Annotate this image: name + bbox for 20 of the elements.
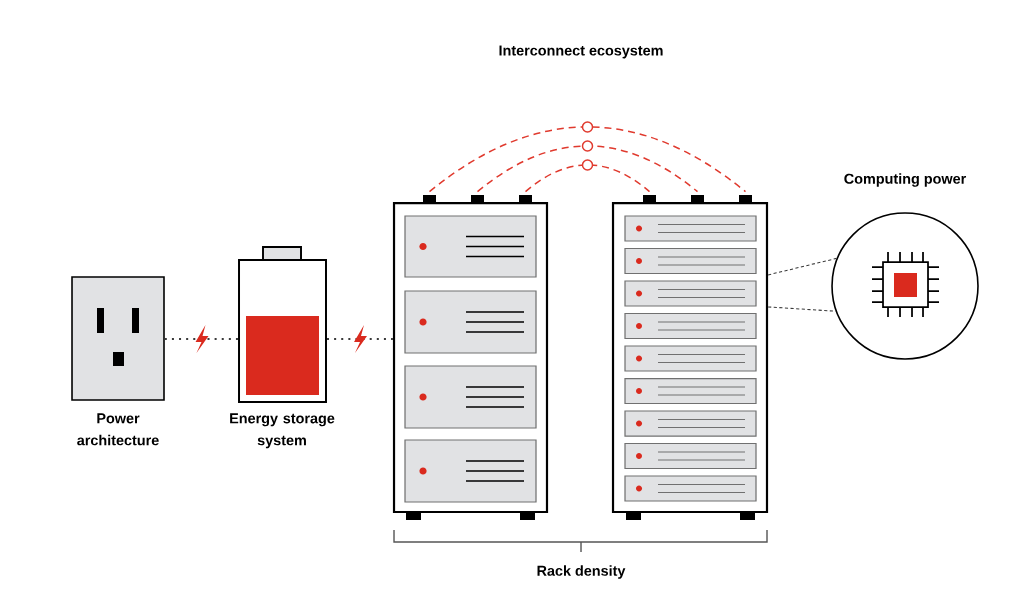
connector-port xyxy=(643,195,656,203)
connector-port xyxy=(519,195,532,203)
node-label: Power architecture xyxy=(77,413,159,446)
connector-arc xyxy=(476,145,699,193)
label: Interconnect ecosystem xyxy=(499,45,663,59)
connector-arc xyxy=(428,126,747,193)
connector-port xyxy=(739,195,752,203)
battery xyxy=(238,246,327,403)
connector-port xyxy=(423,195,436,203)
zoom-line xyxy=(767,257,838,276)
connector-port xyxy=(471,195,484,203)
label: Rack density xyxy=(537,565,626,579)
zoom-line xyxy=(767,306,837,312)
node-label: Computing power xyxy=(844,173,967,187)
connector-arc xyxy=(524,164,651,193)
power-outlet xyxy=(71,276,165,401)
node-label: Energy storage system xyxy=(230,413,335,449)
connector-line xyxy=(327,338,393,340)
connector-line xyxy=(164,338,238,340)
connector-port xyxy=(691,195,704,203)
